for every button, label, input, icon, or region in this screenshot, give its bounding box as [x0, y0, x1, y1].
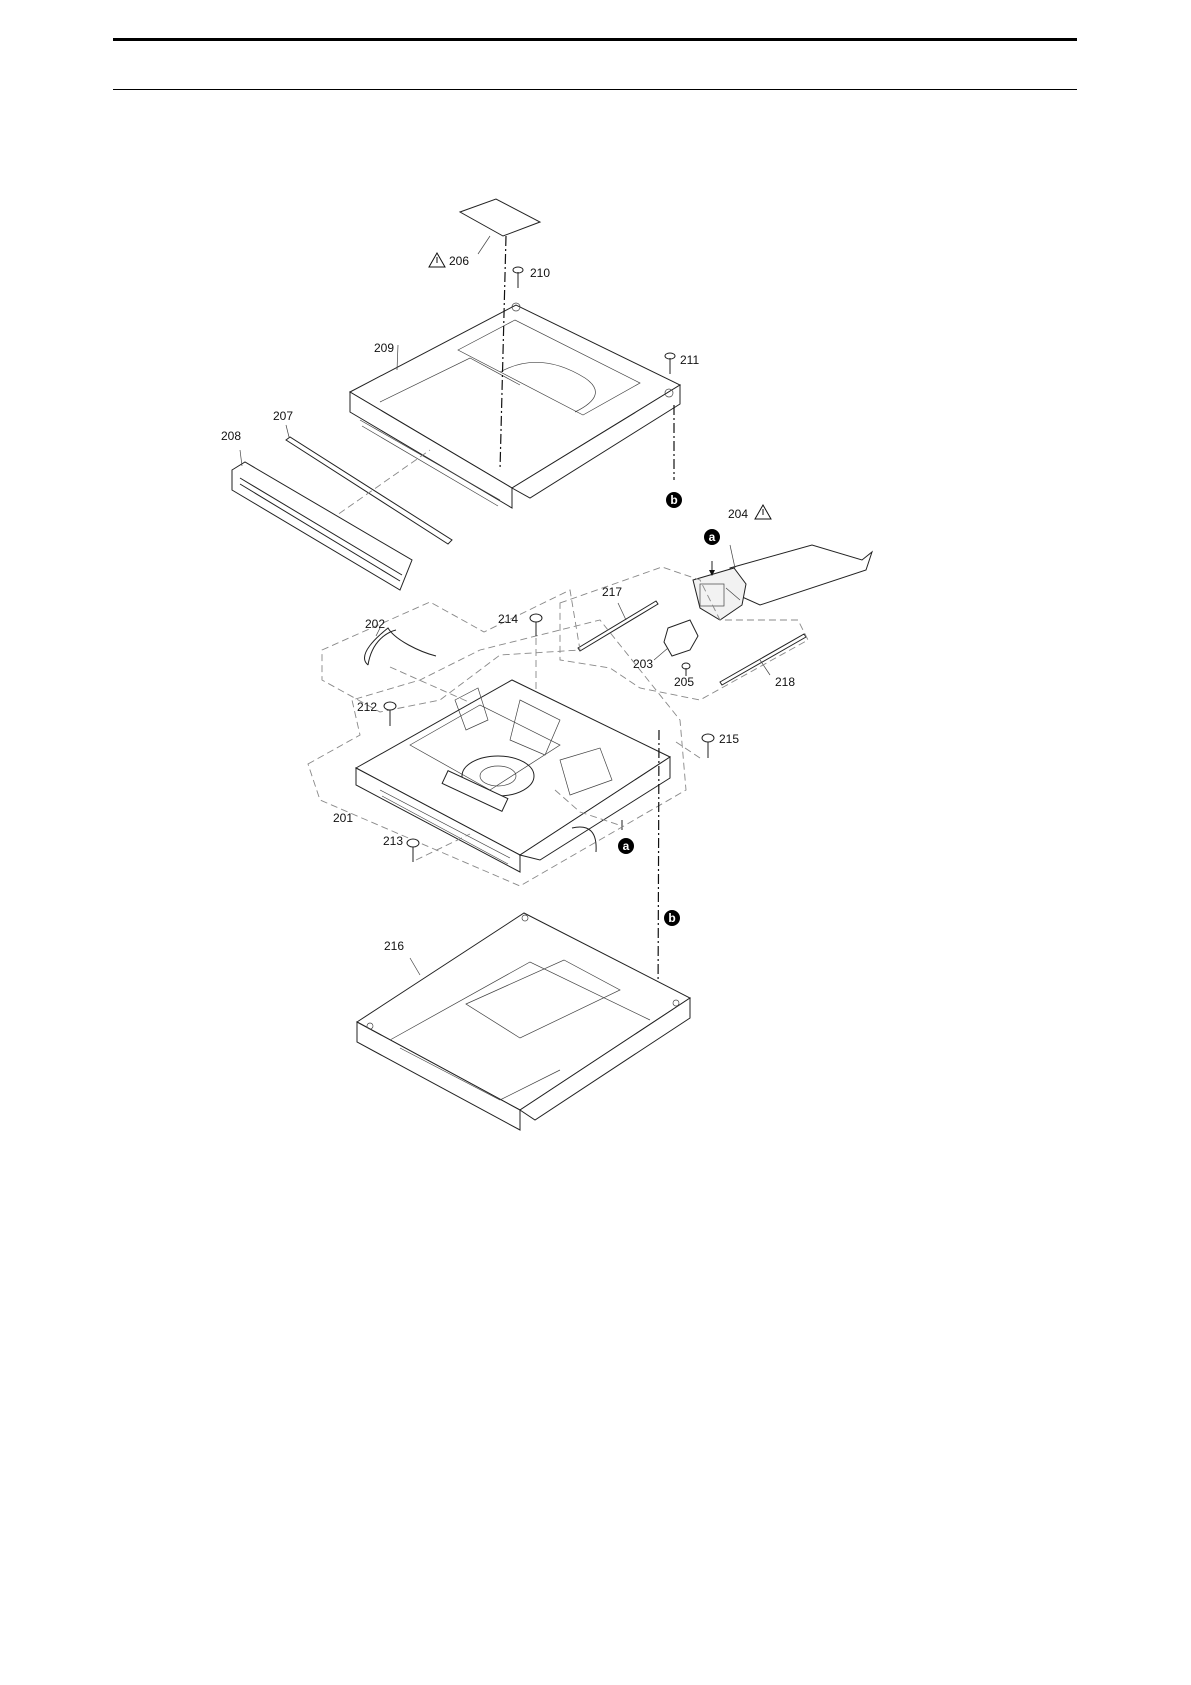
part-206-label-sheet — [460, 199, 540, 254]
label-215: 215 — [719, 732, 739, 746]
screw-215-icon — [676, 734, 714, 758]
label-217: 217 — [602, 585, 622, 599]
part-217-shaft — [578, 601, 658, 651]
ref-marker-b-bottom: b — [664, 910, 680, 926]
part-202-spring — [365, 628, 436, 665]
screw-214-icon — [530, 614, 542, 690]
warning-triangle-icon — [429, 253, 445, 267]
label-213: 213 — [383, 834, 403, 848]
label-209: 209 — [374, 341, 394, 355]
svg-text:a: a — [623, 839, 630, 853]
label-216: 216 — [384, 939, 404, 953]
label-218: 218 — [775, 675, 795, 689]
part-209-top-cover — [350, 303, 680, 508]
label-214: 214 — [498, 612, 518, 626]
label-211: 211 — [680, 353, 699, 367]
label-205: 205 — [674, 675, 694, 689]
label-212: 212 — [357, 700, 377, 714]
label-201: 201 — [333, 811, 353, 825]
label-203: 203 — [633, 657, 653, 671]
label-206: 206 — [449, 254, 469, 268]
part-204-optical-pickup — [693, 545, 872, 620]
label-208: 208 — [221, 429, 241, 443]
ref-marker-a-chassis: a — [618, 838, 634, 854]
screw-210-icon — [513, 267, 523, 288]
part-216-bottom-cover — [357, 913, 690, 1130]
label-204: 204 — [728, 507, 748, 521]
screw-211-icon — [665, 353, 675, 374]
screw-212-icon — [384, 702, 396, 726]
part-203-bracket — [654, 620, 698, 660]
svg-text:a: a — [709, 530, 716, 544]
label-202: 202 — [365, 617, 385, 631]
warning-triangle-icon — [755, 505, 771, 519]
ref-marker-b-top: b — [666, 492, 682, 508]
svg-text:b: b — [670, 493, 677, 507]
part-208-front-bezel — [232, 450, 412, 590]
screw-213-icon — [407, 834, 470, 862]
ref-marker-a-pickup: a — [704, 529, 720, 545]
svg-text:b: b — [668, 911, 675, 925]
label-210: 210 — [530, 266, 550, 280]
label-207: 207 — [273, 409, 293, 423]
